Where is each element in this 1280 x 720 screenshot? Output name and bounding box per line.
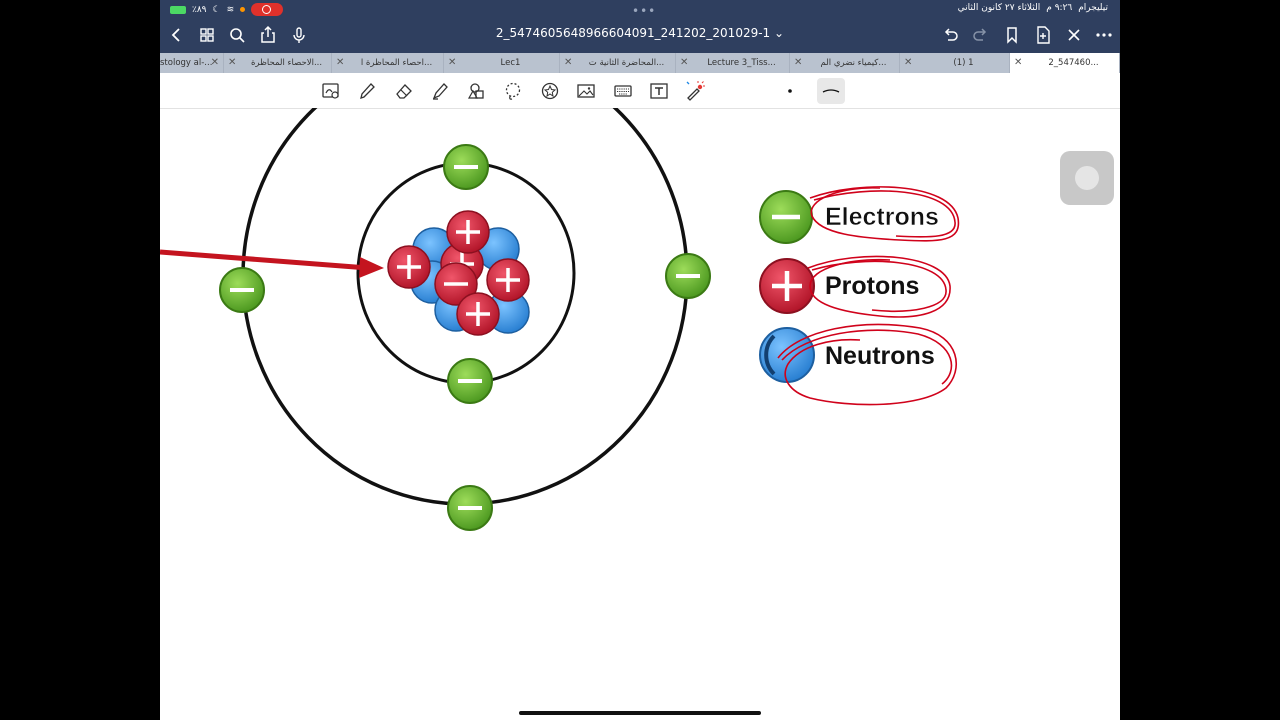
electron bbox=[219, 267, 265, 313]
keyboard-icon[interactable] bbox=[612, 80, 634, 102]
electron bbox=[447, 358, 493, 404]
document-page[interactable]: Electrons Protons Neutrons bbox=[160, 46, 1120, 720]
electron bbox=[447, 485, 493, 531]
title-bar: ••• 2_5474605648966604091_241202_201029-… bbox=[160, 4, 1120, 53]
document-title-menu[interactable]: 2_5474605648966604091_241202_201029-1 ⌄ bbox=[480, 26, 800, 40]
tab-close-icon[interactable]: ✕ bbox=[1014, 57, 1023, 68]
assistive-touch-button[interactable] bbox=[1060, 151, 1114, 205]
share-icon[interactable] bbox=[257, 24, 279, 46]
tab-label: كيمياء نضري الم... bbox=[820, 58, 887, 68]
status-bar: ٪٨٩ ☾ ≋ تيليجرام ٩:٢٦ م الثلاثاء ٢٧ كانو… bbox=[160, 0, 1120, 18]
eraser-icon[interactable] bbox=[393, 80, 415, 102]
tab-2[interactable]: ✕ الاحصاء المحاظرة... bbox=[224, 53, 332, 73]
stroke-size-dot-icon[interactable] bbox=[779, 80, 801, 102]
close-icon[interactable] bbox=[1063, 24, 1085, 46]
lasso-icon[interactable] bbox=[502, 80, 524, 102]
multitask-dots-icon[interactable]: ••• bbox=[632, 4, 657, 18]
back-chevron-icon[interactable] bbox=[166, 24, 188, 46]
status-time: ٩:٢٦ م bbox=[1046, 3, 1073, 13]
highlighter-icon[interactable] bbox=[429, 80, 451, 102]
tab-label: احصاء المحاظرة ا... bbox=[360, 58, 433, 68]
bookmark-icon[interactable] bbox=[1001, 24, 1023, 46]
moon-icon: ☾ bbox=[212, 4, 221, 15]
tab-label: الاحصاء المحاظرة... bbox=[250, 58, 323, 68]
search-icon[interactable] bbox=[226, 24, 248, 46]
electron bbox=[443, 144, 489, 190]
battery-icon bbox=[170, 5, 186, 14]
stroke-style-icon[interactable] bbox=[817, 78, 845, 104]
tab-close-icon[interactable]: ✕ bbox=[336, 57, 345, 68]
mic-indicator-icon bbox=[240, 7, 246, 12]
tab-6[interactable]: ✕ Lecture 3_Tiss... bbox=[676, 53, 790, 73]
grid-icon[interactable] bbox=[196, 24, 218, 46]
screen-record-icon[interactable] bbox=[251, 3, 284, 16]
tab-9-active[interactable]: ✕ 2_547460... bbox=[1010, 53, 1120, 73]
annotation-arrow bbox=[160, 249, 384, 278]
tab-4[interactable]: ✕ Lec1 bbox=[444, 53, 560, 73]
tab-7[interactable]: ✕ كيمياء نضري الم... bbox=[790, 53, 900, 73]
tab-close-icon[interactable]: ✕ bbox=[680, 57, 689, 68]
add-page-icon[interactable] bbox=[1032, 24, 1054, 46]
tab-3[interactable]: ✕ احصاء المحاظرة ا... bbox=[332, 53, 444, 73]
tab-8[interactable]: ✕ (1) 1 bbox=[900, 53, 1010, 73]
tab-5[interactable]: ✕ المحاضرة الثانية ت... bbox=[560, 53, 676, 73]
tab-close-icon[interactable]: ✕ bbox=[228, 57, 237, 68]
tab-close-icon[interactable]: ✕ bbox=[448, 57, 457, 68]
legend-neutrons-label: Neutrons bbox=[825, 342, 935, 370]
read-mode-icon[interactable] bbox=[320, 80, 342, 102]
shapes-icon[interactable] bbox=[466, 80, 488, 102]
legend-protons-label: Protons bbox=[825, 272, 919, 300]
atom-diagram: Electrons Protons Neutrons bbox=[160, 46, 960, 531]
laser-pointer-icon[interactable] bbox=[684, 80, 706, 102]
electron bbox=[665, 253, 711, 299]
tab-1[interactable]: ✕stology al-... bbox=[160, 53, 224, 73]
chevron-down-icon: ⌄ bbox=[774, 26, 785, 40]
document-title: 2_5474605648966604091_241202_201029-1 bbox=[495, 26, 771, 40]
tab-label: Lecture 3_Tiss... bbox=[707, 58, 776, 68]
legend-electrons-label: Electrons bbox=[825, 203, 939, 231]
home-indicator[interactable] bbox=[519, 711, 761, 715]
image-icon[interactable] bbox=[575, 80, 597, 102]
more-icon[interactable] bbox=[1093, 24, 1115, 46]
wifi-icon: ≋ bbox=[226, 4, 235, 15]
tab-label: 2_547460... bbox=[1048, 58, 1099, 68]
ipad-screen: ٪٨٩ ☾ ≋ تيليجرام ٩:٢٦ م الثلاثاء ٢٧ كانو… bbox=[160, 0, 1120, 720]
drawing-toolbar bbox=[160, 73, 1120, 109]
undo-icon[interactable] bbox=[939, 24, 961, 46]
legend-electron-symbol bbox=[759, 190, 813, 244]
handwritten-annotation bbox=[777, 186, 960, 406]
legend-proton-symbol bbox=[759, 258, 815, 314]
tab-label: المحاضرة الثانية ت... bbox=[588, 58, 665, 68]
tab-label: (1) 1 bbox=[953, 58, 974, 68]
tab-close-icon[interactable]: ✕ bbox=[210, 57, 219, 68]
battery-level: ٪٨٩ bbox=[192, 4, 207, 15]
tab-bar: ✕stology al-... ✕الاحصاء المحاظرة... ✕اح… bbox=[160, 53, 1120, 73]
back-to-app[interactable]: تيليجرام bbox=[1078, 3, 1108, 13]
tab-label: stology al-... bbox=[160, 58, 213, 68]
sticker-icon[interactable] bbox=[539, 80, 561, 102]
microphone-icon[interactable] bbox=[288, 24, 310, 46]
pen-icon[interactable] bbox=[356, 80, 378, 102]
tab-close-icon[interactable]: ✕ bbox=[794, 57, 803, 68]
tab-close-icon[interactable]: ✕ bbox=[904, 57, 913, 68]
status-date: الثلاثاء ٢٧ كانون الثاني bbox=[957, 3, 1041, 13]
nucleus bbox=[387, 210, 530, 336]
redo-icon[interactable] bbox=[970, 24, 992, 46]
tab-close-icon[interactable]: ✕ bbox=[564, 57, 573, 68]
text-box-icon[interactable] bbox=[648, 80, 670, 102]
tab-label: Lec1 bbox=[500, 58, 521, 68]
